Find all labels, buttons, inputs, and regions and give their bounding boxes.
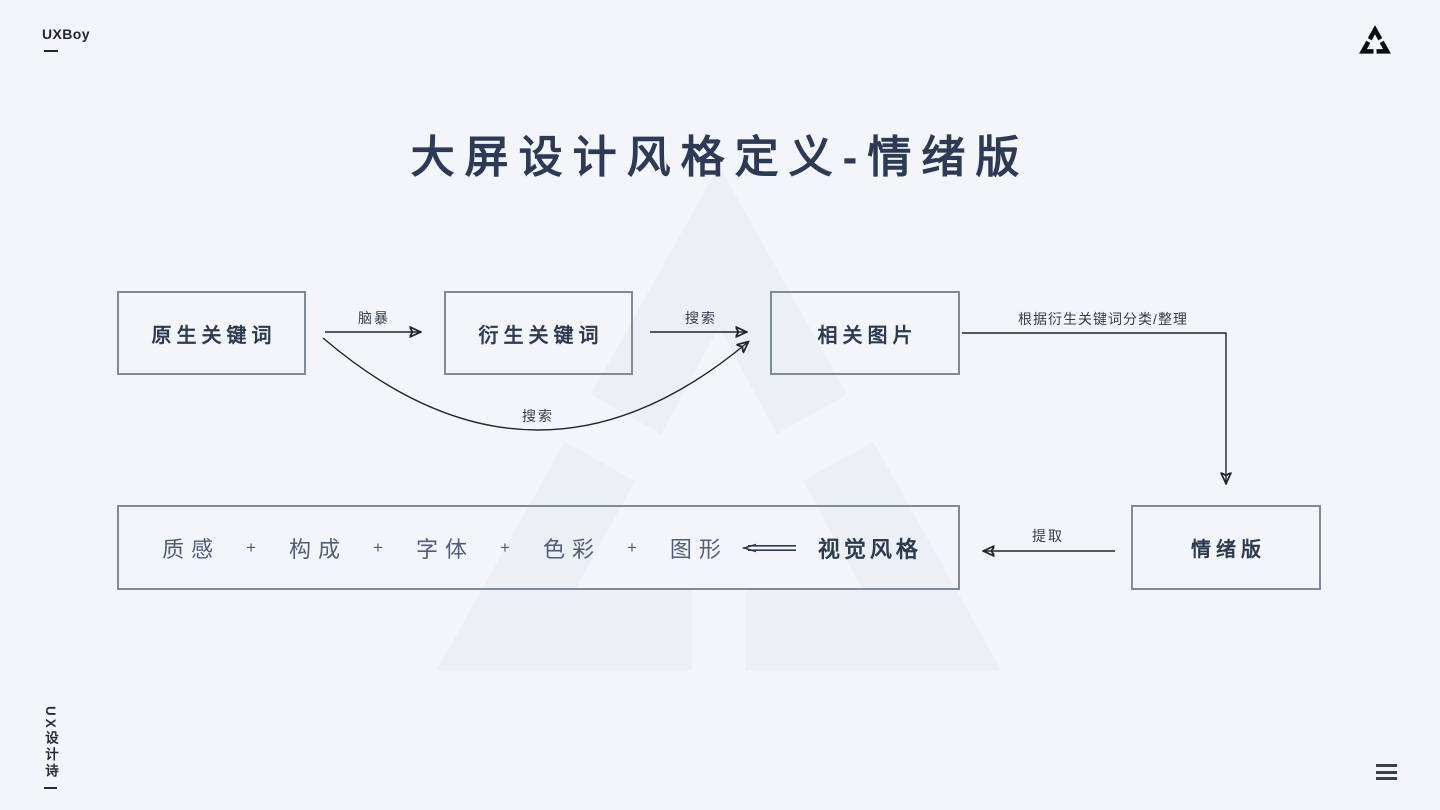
box-derived-keywords-label: 衍生关键词	[478, 324, 604, 347]
hamburger-bar	[1376, 770, 1397, 774]
arrow-classify-elbow	[962, 332, 1226, 483]
label-classify-organize: 根据衍生关键词分类/整理	[1018, 311, 1188, 327]
box-related-images-label: 相关图片	[817, 324, 918, 347]
hamburger-bar	[1376, 777, 1397, 780]
page-title: 大屏设计风格定义-情绪版	[410, 133, 1030, 183]
box-original-keywords: 原生关键词	[117, 291, 306, 375]
box-visual-style-formula: 质感 + 构成 + 字体 + 色彩 + 图形 视觉风格	[117, 505, 960, 590]
style-item-color: 色彩	[542, 536, 601, 562]
style-item-graphics: 图形	[669, 536, 728, 562]
long-left-double-arrow-icon	[741, 543, 796, 552]
plus-sign: +	[626, 537, 637, 557]
visual-style-formula: 质感 + 构成 + 字体 + 色彩 + 图形 视觉风格	[119, 532, 958, 564]
label-search: 搜索	[685, 310, 717, 326]
box-related-images: 相关图片	[770, 291, 960, 375]
brand-underline	[44, 50, 58, 52]
vertical-brand-text: UX设计诗	[43, 706, 58, 781]
menu-hamburger-icon[interactable]	[1376, 764, 1397, 780]
plus-sign: +	[500, 537, 510, 557]
style-item-composition: 构成	[289, 536, 348, 562]
style-item-typeface: 字体	[415, 536, 474, 562]
box-mood-board-label: 情绪版	[1191, 539, 1266, 561]
hamburger-bar	[1376, 764, 1397, 767]
box-mood-board: 情绪版	[1131, 505, 1321, 590]
triangle-logo-icon	[1359, 25, 1391, 54]
label-search-curve: 搜索	[522, 408, 554, 424]
watermark-triangle-logo	[436, 165, 1002, 671]
box-original-keywords-label: 原生关键词	[151, 324, 277, 347]
box-derived-keywords: 衍生关键词	[444, 291, 633, 375]
plus-sign: +	[373, 537, 383, 557]
brand-logo-text: UXBoy	[42, 26, 90, 42]
vertical-brand-underline	[44, 787, 57, 789]
label-brainstorm: 脑暴	[358, 310, 390, 326]
style-item-texture: 质感	[162, 536, 221, 562]
plus-sign: +	[246, 537, 257, 557]
label-extract: 提取	[1032, 528, 1064, 544]
visual-style-label: 视觉风格	[817, 536, 922, 562]
